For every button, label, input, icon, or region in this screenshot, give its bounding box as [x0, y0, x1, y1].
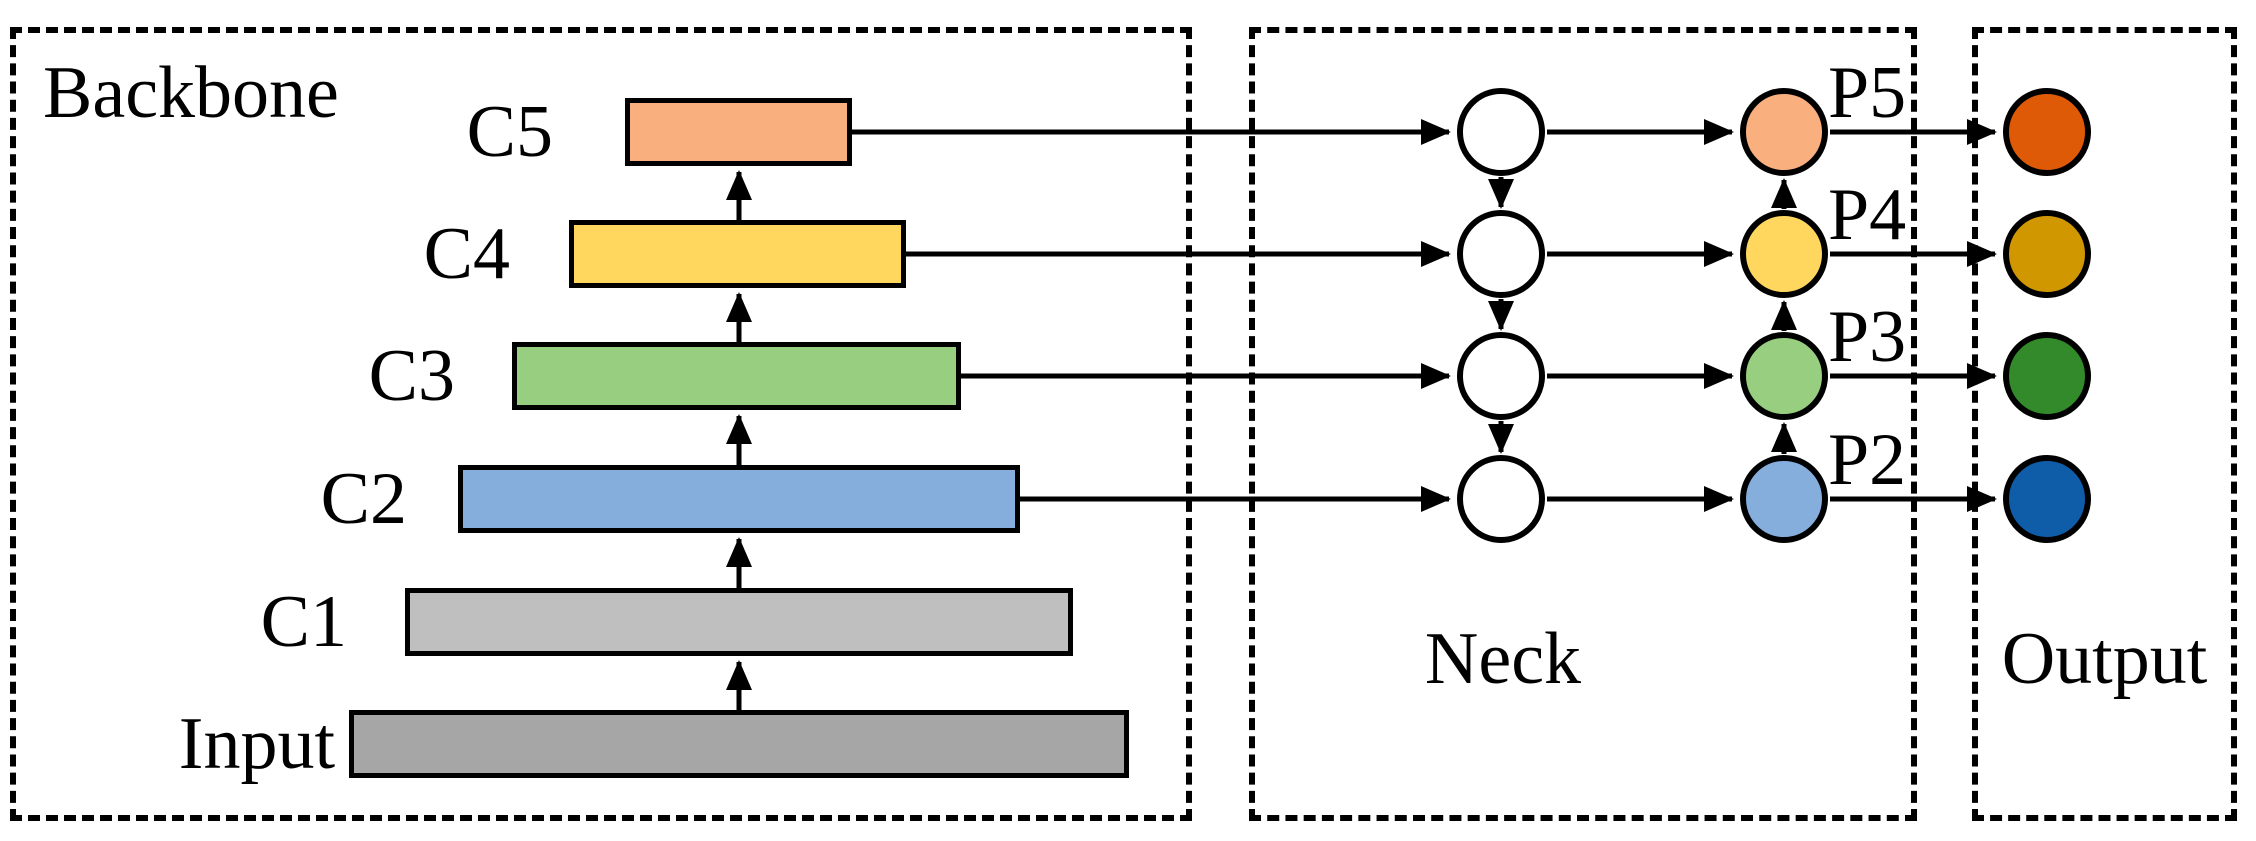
backbone-section-title: Backbone [43, 52, 339, 134]
neck-topdown-node-2 [1457, 210, 1545, 298]
pyramid-label-p3: P3 [1828, 296, 1907, 378]
neck-section-frame [1249, 27, 1917, 821]
neck-topdown-node-3 [1457, 332, 1545, 420]
bar-label-input: Input [178, 703, 335, 785]
pyramid-label-p4: P4 [1828, 174, 1907, 256]
bar-label-c4: C4 [423, 213, 510, 295]
pyramid-label-p2: P2 [1828, 419, 1907, 501]
bar-label-c5: C5 [466, 91, 553, 173]
bar-label-c1: C1 [260, 581, 347, 663]
neck-section-title: Neck [1424, 618, 1582, 700]
backbone-bar-input [349, 710, 1129, 778]
neck-fused-node-p4 [1740, 210, 1828, 298]
output-node-p4 [2003, 210, 2091, 298]
output-node-p5 [2003, 88, 2091, 176]
backbone-bar-c5 [625, 98, 852, 166]
backbone-bar-c2 [458, 465, 1020, 533]
backbone-bar-c1 [405, 588, 1073, 656]
bar-label-c2: C2 [320, 458, 407, 540]
output-node-p3 [2003, 332, 2091, 420]
neck-fused-node-p5 [1740, 88, 1828, 176]
output-node-p2 [2003, 455, 2091, 543]
output-section-frame [1972, 27, 2237, 821]
neck-fused-node-p2 [1740, 455, 1828, 543]
neck-fused-node-p3 [1740, 332, 1828, 420]
neck-topdown-node-4 [1457, 455, 1545, 543]
backbone-bar-c3 [512, 342, 961, 410]
pyramid-label-p5: P5 [1828, 52, 1907, 134]
backbone-section-frame [10, 27, 1192, 821]
neck-topdown-node-1 [1457, 88, 1545, 176]
bar-label-c3: C3 [368, 335, 455, 417]
output-section-title: Output [2001, 618, 2208, 700]
backbone-bar-c4 [569, 220, 906, 288]
